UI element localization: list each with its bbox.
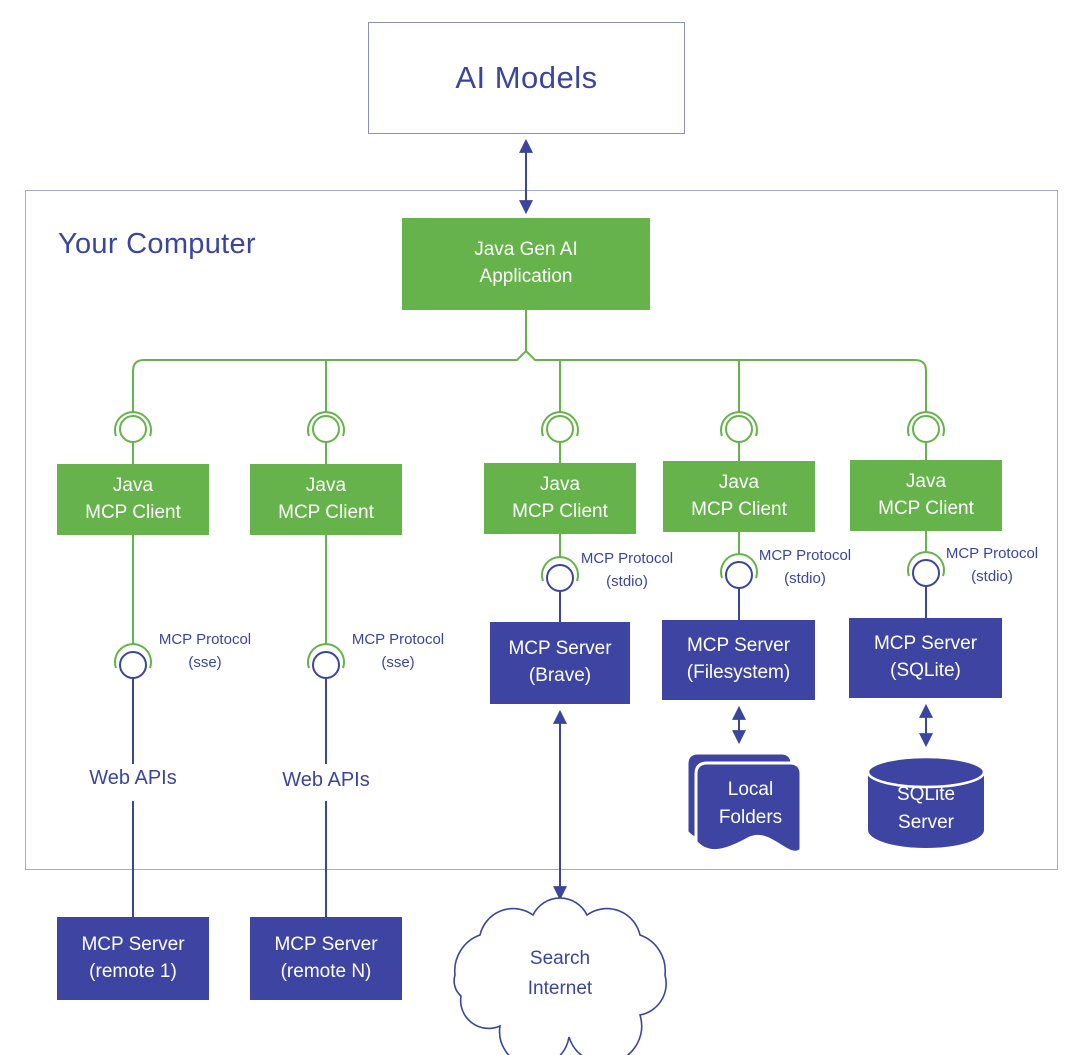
local-folders-icon xyxy=(685,751,803,854)
protocol-label-line1: MCP Protocol xyxy=(158,631,252,648)
local-folders-line1: Local xyxy=(727,779,774,800)
protocol-label-line2: (sse) xyxy=(188,653,222,671)
cloud-line1: Search xyxy=(529,948,591,969)
mcp-client-box-1: Java MCP Client xyxy=(57,464,209,535)
server-box-line2: (SQLite) xyxy=(890,660,961,681)
server-box-line1: MCP Server xyxy=(274,933,378,955)
server-box-line2: (Brave) xyxy=(528,665,592,686)
app-box-line1: Java Gen AI xyxy=(474,239,578,261)
server-box-line2: (Filesystem) xyxy=(686,662,791,683)
cloud-line2: Internet xyxy=(527,978,593,1000)
client-box-line2: MCP Client xyxy=(278,501,374,523)
search-internet-label: Search Internet xyxy=(510,944,610,1005)
blue-connection-lines xyxy=(132,138,933,917)
client-box-line1: Java xyxy=(305,474,347,496)
protocol-label-line2: (sse) xyxy=(381,653,415,671)
client-box-line2: MCP Client xyxy=(691,498,787,520)
mcp-socket-icon xyxy=(720,411,758,443)
mcp-socket-icon xyxy=(114,411,152,443)
protocol-label-stdio-1: MCP Protocol (stdio) xyxy=(572,548,682,593)
mcp-server-brave-box: MCP Server (Brave) xyxy=(490,622,630,704)
mcp-client-box-5: Java MCP Client xyxy=(850,460,1002,531)
mcp-client-box-3: Java MCP Client xyxy=(484,463,636,534)
server-box-line1: MCP Server xyxy=(81,933,185,955)
client-box-line2: MCP Client xyxy=(878,497,974,519)
app-box-line2: Application xyxy=(479,266,573,287)
ai-models-label: AI Models xyxy=(455,60,598,95)
protocol-socket-icons xyxy=(114,551,945,679)
server-box-line1: MCP Server xyxy=(508,638,612,660)
server-box-line1: MCP Server xyxy=(873,633,978,655)
green-connection-tree xyxy=(132,310,927,644)
protocol-label-line1: MCP Protocol xyxy=(580,550,674,567)
web-apis-label-1: Web APIs xyxy=(78,767,188,790)
client-box-line1: Java xyxy=(539,473,581,495)
mcp-server-remoteN-box: MCP Server (remote N) xyxy=(250,917,402,1000)
mcp-socket-icon xyxy=(114,643,152,679)
mcp-server-sqlite-box: MCP Server (SQLite) xyxy=(849,618,1002,698)
distribution-trunk-line xyxy=(132,349,927,412)
protocol-label-sse-1: MCP Protocol (sse) xyxy=(150,629,260,674)
protocol-label-sse-2: MCP Protocol (sse) xyxy=(343,629,453,674)
client-box-line2: MCP Client xyxy=(85,501,181,523)
client-box-line1: Java xyxy=(905,470,947,492)
sqlite-server-line2: Server xyxy=(898,811,954,833)
client-box-line1: Java xyxy=(112,474,154,496)
server-box-line2: (remote 1) xyxy=(89,960,177,982)
mcp-client-box-4: Java MCP Client xyxy=(663,461,815,532)
client-box-line1: Java xyxy=(718,471,760,493)
mcp-socket-icon xyxy=(541,556,579,592)
local-folders-line2: Folders xyxy=(718,806,783,828)
local-folders-label: Local Folders xyxy=(708,776,793,831)
protocol-label-stdio-3: MCP Protocol (stdio) xyxy=(937,543,1047,588)
ai-models-box: AI Models xyxy=(368,22,685,134)
mcp-server-filesystem-box: MCP Server (Filesystem) xyxy=(662,620,815,700)
database-cylinder-icon xyxy=(866,755,986,848)
sqlite-server-label: SQLite Server xyxy=(876,781,976,836)
protocol-label-line1: MCP Protocol xyxy=(945,545,1039,562)
your-computer-container xyxy=(25,190,1058,870)
your-computer-label: Your Computer xyxy=(58,228,256,260)
mcp-server-remote1-box: MCP Server (remote 1) xyxy=(57,917,209,1000)
server-box-line1: MCP Server xyxy=(686,635,791,657)
protocol-label-line2: (stdio) xyxy=(606,572,648,590)
protocol-label-stdio-2: MCP Protocol (stdio) xyxy=(750,545,860,590)
sqlite-server-line1: SQLite xyxy=(896,784,956,805)
client-socket-icons xyxy=(114,411,945,443)
mcp-socket-icon xyxy=(541,411,579,443)
client-box-line2: MCP Client xyxy=(512,500,608,522)
protocol-label-line2: (stdio) xyxy=(784,569,826,587)
protocol-label-line1: MCP Protocol xyxy=(758,547,852,564)
mcp-socket-icon xyxy=(907,411,945,443)
protocol-label-line1: MCP Protocol xyxy=(351,631,445,648)
web-apis-label-2: Web APIs xyxy=(271,769,381,792)
protocol-label-line2: (stdio) xyxy=(971,567,1013,585)
internet-cloud-shape xyxy=(453,897,667,1055)
mcp-client-box-2: Java MCP Client xyxy=(250,464,402,535)
mcp-socket-icon xyxy=(307,643,345,679)
java-genai-app-box: Java Gen AI Application xyxy=(402,218,650,310)
mcp-socket-icon xyxy=(307,411,345,443)
server-box-line2: (remote N) xyxy=(280,960,372,982)
